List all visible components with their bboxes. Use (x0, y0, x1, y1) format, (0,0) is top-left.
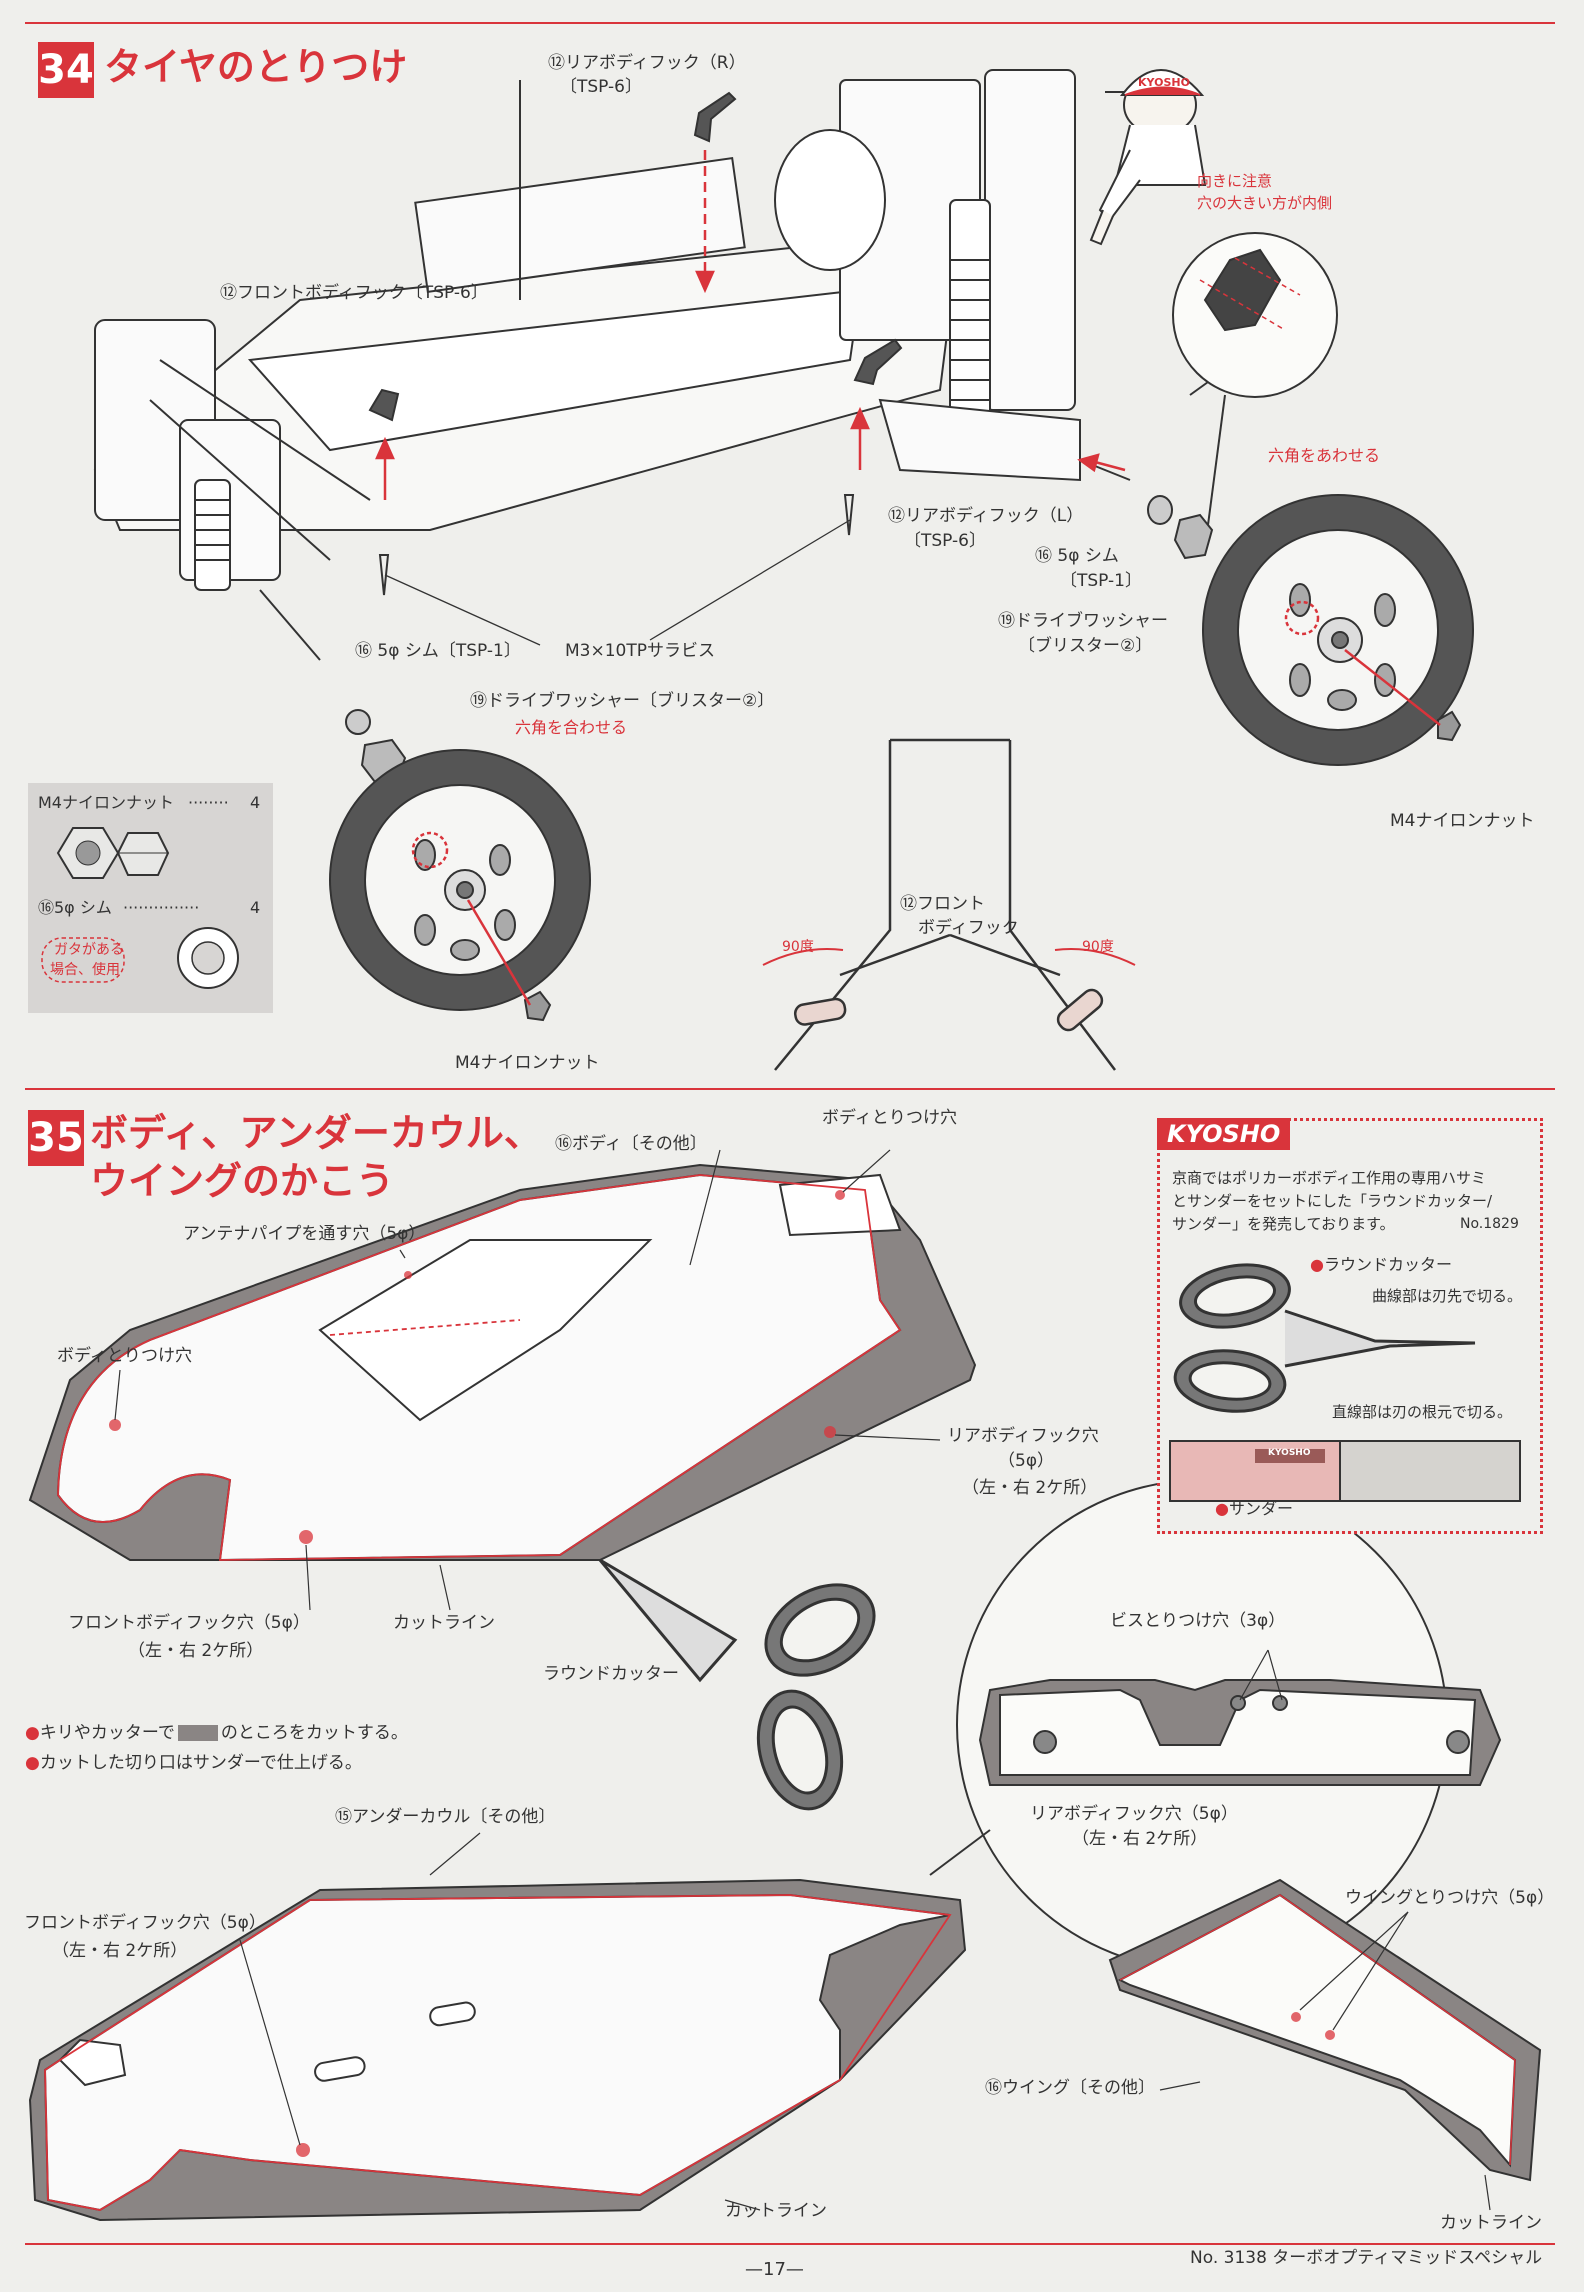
label-drive-washer-right: ⑲ドライブワッシャー (998, 611, 1168, 631)
parts-shim-qty: 4 (250, 898, 261, 917)
top-rule (25, 22, 1555, 24)
label-cut-line: カットライン (393, 1613, 495, 1633)
chassis-illustration (93, 69, 1474, 1071)
caution-line-2: 穴の大きい方が内側 (1197, 194, 1333, 212)
label-drive-washer-left: ⑲ドライブワッシャー〔ブリスター②〕 (470, 691, 775, 711)
label-rear-hook-hole-3: （左・右 2ケ所） (962, 1478, 1098, 1498)
label-nut-right: M4ナイロンナット (1390, 811, 1535, 831)
step-35-title-1: ボディ、アンダーカウル、 (90, 1111, 542, 1155)
label-rear-hook-l-part: 〔TSP-6〕 (904, 531, 987, 551)
straight-note: 直線部は刃の根元で切る。 (1332, 1403, 1513, 1421)
label-body-mount-left: ボディとりつけ穴 (57, 1346, 192, 1366)
section-rule (25, 1088, 1555, 1090)
note-1-bullet: ● (25, 1723, 40, 1743)
label-screw: M3×10TPサラビス (565, 641, 715, 661)
label-wing-rear-hook-2: （左・右 2ケ所） (1072, 1829, 1208, 1849)
label-wing-mount: ウイングとりつけ穴（5φ） (1345, 1888, 1555, 1908)
label-nut-left: M4ナイロンナット (455, 1053, 600, 1073)
parts-nut-qty: 4 (250, 793, 261, 812)
label-wing-rear-hook-1: リアボディフック穴（5φ） (1030, 1804, 1238, 1824)
kyosho-logo: KYOSHO (1157, 1118, 1291, 1150)
note-1-text: キリやカッターで (39, 1723, 175, 1743)
step-35-title-2: ウイングのかこう (90, 1159, 395, 1203)
sander-brand: KYOSHO (1268, 1448, 1311, 1458)
cut-area-swatch (177, 1725, 218, 1741)
step-35-number: 35 (28, 1110, 84, 1166)
sander-bullet: ● (1215, 1499, 1229, 1518)
round-cutter-icon (1169, 1263, 1521, 1502)
label-uc-front-hook-1: フロントボディフック穴（5φ） (24, 1913, 266, 1933)
note-1-tail: のところをカットする。 (220, 1723, 408, 1743)
mascot-cap-logo: KYOSHO (1138, 76, 1190, 89)
label-uc-front-hook-2: （左・右 2ケ所） (52, 1941, 188, 1961)
note-2-bullet: ● (25, 1753, 40, 1773)
label-front-hook-hole-2: （左・右 2ケ所） (128, 1641, 264, 1661)
label-uc-cut-line: カットライン (725, 2201, 827, 2221)
label-hex-align-right: 六角をあわせる (1268, 446, 1381, 465)
caution-line-1: 向きに注意 (1197, 172, 1273, 190)
note-1: ●キリやカッターで のところをカットする。 (25, 1722, 408, 1744)
kyosho-text-3: サンダー」を発売しております。 (1172, 1215, 1395, 1233)
parts-nut-dots: ········ (188, 793, 229, 812)
sander-label: ●サンダー (1215, 1499, 1293, 1520)
cutter-title-text: ラウンドカッター (1323, 1255, 1452, 1274)
label-body-mount-top: ボディとりつけ穴 (822, 1108, 957, 1128)
label-shim-right: ⑯ 5φ シム (1035, 546, 1119, 566)
label-front-hook-hole-1: フロントボディフック穴（5φ） (68, 1613, 310, 1633)
parts-box: M4ナイロンナット ········ 4 ⑯5φ シム ············… (28, 783, 273, 1013)
product-name: No. 3138 ターボオプティマミッドスペシャル (1190, 2248, 1543, 2268)
kyosho-text-2: とサンダーをセットにした「ラウンドカッター/ (1172, 1192, 1493, 1210)
parts-nut-label: M4ナイロンナット (38, 793, 174, 812)
bottom-rule (25, 2243, 1555, 2245)
label-drive-washer-right-part: 〔ブリスター②〕 (1018, 636, 1153, 656)
note-2: ●カットした切り口はサンダーで仕上げる。 (25, 1752, 362, 1774)
step-34-title: タイヤのとりつけ (104, 45, 408, 89)
page-number: —17— (745, 2259, 804, 2280)
label-round-cutter: ラウンドカッター (543, 1664, 679, 1684)
label-under-cowl: ⑮アンダーカウル〔その他〕 (335, 1807, 556, 1827)
label-wing: ⑯ウイング〔その他〕 (985, 2078, 1155, 2098)
kyosho-code: No.1829 (1460, 1216, 1519, 1232)
label-front-hook: ⑫フロントボディフック〔TSP-6〕 (220, 283, 488, 303)
parts-note-2: 場合、使用 (50, 962, 120, 978)
label-screw-holes: ビスとりつけ穴（3φ） (1110, 1611, 1286, 1631)
label-antenna-hole: アンテナパイプを通す穴（5φ） (183, 1224, 426, 1244)
label-wing-cut-line: カットライン (1440, 2213, 1542, 2233)
angle-right-label: 90度 (1082, 939, 1114, 955)
curve-note: 曲線部は刃先で切る。 (1372, 1287, 1523, 1305)
label-rear-hook-hole-1: リアボディフック穴 (947, 1426, 1099, 1446)
parts-shim-dots: ··············· (123, 898, 200, 917)
label-rear-hook-r: ⑫リアボディフック（R） (548, 53, 746, 73)
label-rear-hook-l: ⑫リアボディフック（L） (888, 506, 1084, 526)
angle-left-label: 90度 (782, 939, 814, 955)
cutter-title: ●ラウンドカッター (1310, 1255, 1452, 1276)
note-2-text: カットした切り口はサンダーで仕上げる。 (39, 1753, 362, 1773)
sander-label-text: サンダー (1228, 1499, 1293, 1518)
hook-detail-label-1: ⑫フロント (900, 894, 985, 914)
step-34-number: 34 (38, 42, 94, 98)
label-body: ⑯ボディ〔その他〕 (555, 1134, 707, 1154)
label-shim-right-part: 〔TSP-1〕 (1060, 571, 1143, 591)
cutter-bullet: ● (1310, 1255, 1324, 1274)
nylon-nut-icon (41, 827, 239, 989)
hook-detail-label-2: ボディフック (918, 918, 1019, 938)
kyosho-text-1: 京商ではポリカーボボディ工作用の専用ハサミ (1172, 1169, 1486, 1187)
label-hex-align-left: 六角を合わせる (515, 718, 628, 737)
label-shim-left: ⑯ 5φ シム〔TSP-1〕 (355, 641, 521, 661)
parts-note-1: ガタがある (54, 942, 124, 958)
parts-shim-label: ⑯5φ シム (38, 898, 112, 917)
label-rear-hook-hole-2: （5φ） (998, 1451, 1055, 1471)
kyosho-info-box: KYOSHO 京商ではポリカーボボディ工作用の専用ハサミ とサンダーをセットにし… (1157, 1118, 1543, 1534)
label-rear-hook-r-part: 〔TSP-6〕 (560, 77, 643, 97)
